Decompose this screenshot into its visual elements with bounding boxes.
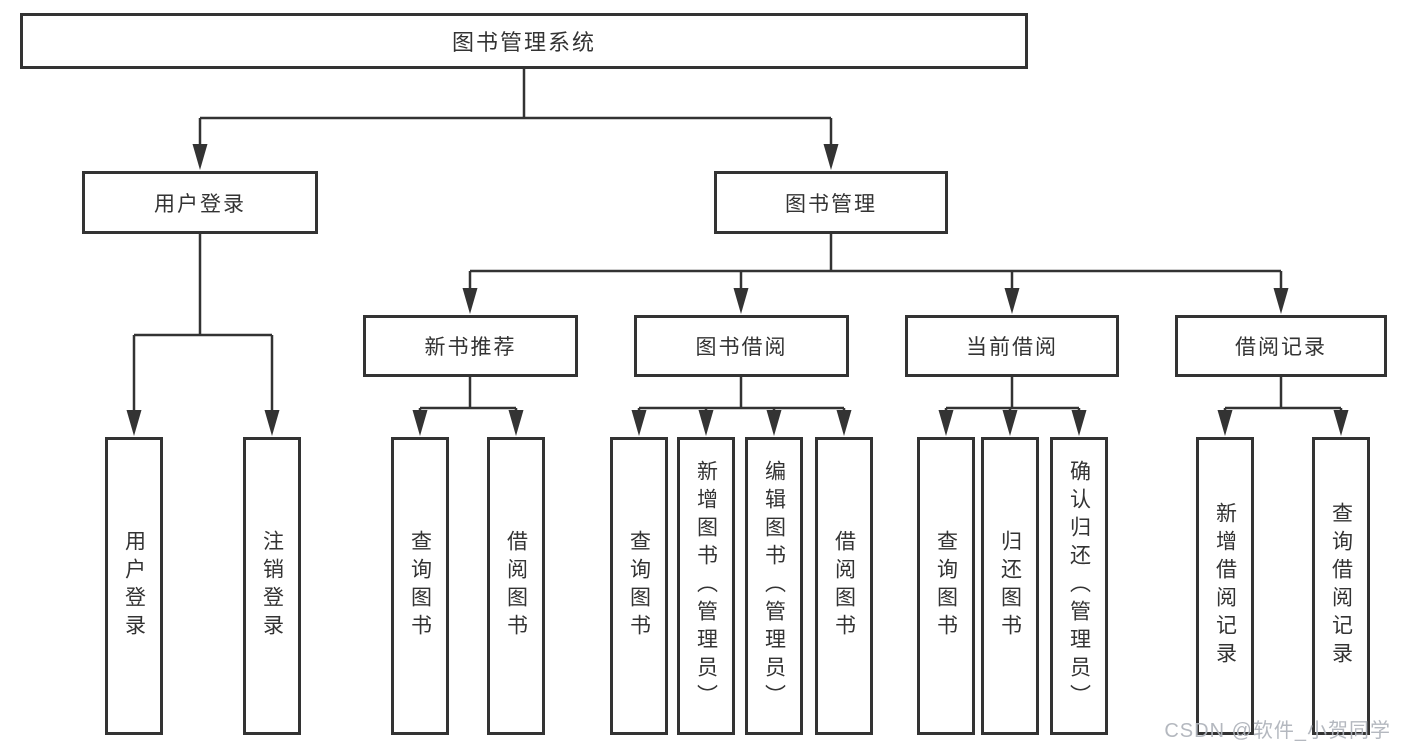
node-label: 新增图书（管理员）	[694, 460, 718, 712]
node-label: 借阅图书	[832, 530, 856, 642]
leaf-borrow-books-recommend: 借阅图书	[487, 437, 545, 735]
arrowhead-icon	[508, 410, 524, 436]
node-label: 新书推荐	[424, 336, 517, 359]
arrowhead-icon	[264, 410, 280, 436]
leaf-user-login: 用户登录	[105, 437, 163, 735]
node-label: 编辑图书（管理员）	[762, 460, 786, 712]
node-label: 用户登录	[154, 192, 246, 216]
leaf-add-books-admin: 新增图书（管理员）	[677, 437, 735, 735]
arrowhead-icon	[631, 410, 647, 436]
node-label: 借阅图书	[504, 530, 528, 642]
node-label: 图书管理系统	[451, 30, 596, 55]
arrowhead-icon	[1333, 410, 1349, 436]
leaf-borrow-books: 借阅图书	[815, 437, 873, 735]
arrowhead-icon	[938, 410, 954, 436]
arrowhead-icon	[836, 410, 852, 436]
leaf-logout: 注销登录	[243, 437, 301, 735]
arrowhead-icon	[192, 144, 208, 170]
node-label: 查询图书	[934, 530, 958, 642]
arrowhead-icon	[412, 410, 428, 436]
arrowhead-icon	[698, 410, 714, 436]
leaf-query-books-recommend: 查询图书	[391, 437, 449, 735]
leaf-query-borrow-record: 查询借阅记录	[1312, 437, 1370, 735]
csdn-watermark: CSDN @软件_小贺同学	[1164, 720, 1391, 742]
node-label: 图书借阅	[695, 336, 788, 359]
node-book-borrowing: 图书借阅	[634, 315, 849, 377]
node-label: 查询图书	[408, 530, 432, 642]
node-label: 当前借阅	[966, 336, 1058, 359]
node-label: 新增借阅记录	[1213, 502, 1237, 670]
arrowhead-icon	[766, 410, 782, 436]
arrowhead-icon	[823, 144, 839, 170]
arrowhead-icon	[1004, 288, 1020, 314]
arrowhead-icon	[462, 288, 478, 314]
node-book-management: 图书管理	[714, 171, 948, 234]
node-label: 查询图书	[627, 530, 651, 642]
node-user-login: 用户登录	[82, 171, 318, 234]
leaf-return-books: 归还图书	[981, 437, 1039, 735]
node-label: 用户登录	[122, 530, 146, 642]
arrowhead-icon	[733, 288, 749, 314]
node-borrowing-records: 借阅记录	[1175, 315, 1387, 377]
node-label: 注销登录	[260, 530, 284, 642]
leaf-add-borrow-record: 新增借阅记录	[1196, 437, 1254, 735]
leaf-query-books-borrow: 查询图书	[610, 437, 668, 735]
node-label: 图书管理	[785, 192, 877, 216]
leaf-confirm-return-admin: 确认归还（管理员）	[1050, 437, 1108, 735]
arrowhead-icon	[1071, 410, 1087, 436]
node-label: 归还图书	[998, 530, 1022, 642]
leaf-query-books-current: 查询图书	[917, 437, 975, 735]
node-label: 查询借阅记录	[1329, 502, 1353, 670]
node-current-borrowing: 当前借阅	[905, 315, 1119, 377]
node-new-book-recommendation: 新书推荐	[363, 315, 578, 377]
node-library-management-system: 图书管理系统	[20, 13, 1028, 69]
node-label: 确认归还（管理员）	[1067, 460, 1091, 712]
arrowhead-icon	[1217, 410, 1233, 436]
leaf-edit-books-admin: 编辑图书（管理员）	[745, 437, 803, 735]
arrowhead-icon	[1273, 288, 1289, 314]
node-label: 借阅记录	[1235, 336, 1327, 359]
arrowhead-icon	[126, 410, 142, 436]
arrowhead-icon	[1002, 410, 1018, 436]
